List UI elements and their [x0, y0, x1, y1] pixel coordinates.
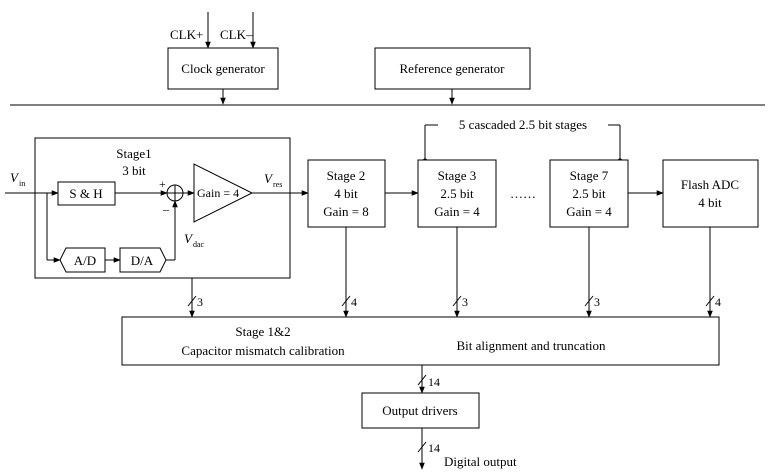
bus-width-stage2: 4: [351, 295, 357, 309]
stage7-block: Stage 7 2.5 bit Gain = 4: [549, 159, 629, 228]
digital-output-label: Digital output: [444, 454, 517, 469]
calibration-block: Stage 1&2 Capacitor mismatch calibration…: [121, 316, 720, 366]
stage-output-buses: 3 4 3 3 4: [187, 227, 721, 318]
stage2-block: Stage 2 4 bit Gain = 8: [307, 159, 386, 228]
flash-adc-block: Flash ADC 4 bit: [662, 159, 759, 228]
ad-label: A/D: [74, 253, 96, 268]
stage3-bits: 2.5 bit: [440, 186, 474, 201]
sh-label: S & H: [69, 186, 102, 201]
reference-generator-block: Reference generator: [374, 47, 531, 90]
calibration-mismatch: Capacitor mismatch calibration: [181, 343, 345, 358]
svg-text:V: V: [10, 170, 20, 185]
output-drivers-block: Output drivers: [361, 392, 480, 429]
svg-text:V: V: [264, 171, 274, 186]
calibration-alignment: Bit alignment and truncation: [456, 338, 606, 353]
cascade-label: 5 cascaded 2.5 bit stages: [459, 117, 587, 132]
bus-width-stage1: 3: [197, 295, 203, 309]
ad-converter-block: A/D: [59, 247, 106, 273]
flash-adc-name: Flash ADC: [681, 177, 739, 192]
bus-width-calib-out: 14: [428, 375, 440, 389]
vdac-label: V dac: [184, 231, 205, 249]
output-drivers-label: Output drivers: [382, 403, 457, 418]
gain-label: Gain = 4: [197, 186, 239, 200]
vres-label: V res: [264, 171, 282, 189]
reference-generator-label: Reference generator: [399, 61, 505, 76]
bus-width-stage3: 3: [462, 295, 468, 309]
stage2-gain: Gain = 8: [323, 204, 369, 219]
vin-label: V in: [10, 170, 25, 188]
stage1-title: Stage1: [116, 146, 151, 161]
stage2-name: Stage 2: [327, 168, 366, 183]
bus-width-flash: 4: [715, 295, 721, 309]
svg-text:res: res: [273, 180, 282, 189]
clk-minus-label: CLK–: [220, 27, 253, 42]
bus-width-stage7: 3: [594, 295, 600, 309]
stage7-name: Stage 7: [570, 168, 609, 183]
svg-text:V: V: [184, 231, 194, 246]
bus-width-driver-out: 14: [428, 441, 440, 455]
ellipsis-stages: ……: [510, 186, 536, 201]
da-converter-block: D/A: [119, 247, 167, 273]
stage7-gain: Gain = 4: [566, 204, 612, 219]
sum-plus-sign: +: [159, 177, 166, 191]
stage1-bits: 3 bit: [122, 163, 146, 178]
stage3-name: Stage 3: [438, 168, 477, 183]
stage3-gain: Gain = 4: [434, 204, 480, 219]
sum-minus-sign: –: [162, 202, 170, 216]
svg-text:in: in: [19, 179, 25, 188]
stage7-bits: 2.5 bit: [572, 186, 606, 201]
stage2-bits: 4 bit: [334, 186, 358, 201]
gain-amplifier: Gain = 4: [193, 163, 254, 223]
clk-plus-label: CLK+: [170, 27, 203, 42]
cascade-bracket: 5 cascaded 2.5 bit stages: [422, 117, 623, 164]
flash-adc-bits: 4 bit: [698, 195, 722, 210]
stage3-block: Stage 3 2.5 bit Gain = 4: [417, 159, 497, 228]
svg-text:dac: dac: [193, 240, 205, 249]
calibration-title: Stage 1&2: [235, 324, 290, 339]
da-label: D/A: [131, 253, 154, 268]
sample-and-hold-block: S & H: [57, 181, 116, 206]
clock-generator-label: Clock generator: [181, 61, 265, 76]
clock-inputs: CLK+ CLK–: [170, 12, 256, 49]
summing-junction: + –: [159, 177, 184, 216]
clock-generator-block: Clock generator: [167, 47, 279, 90]
